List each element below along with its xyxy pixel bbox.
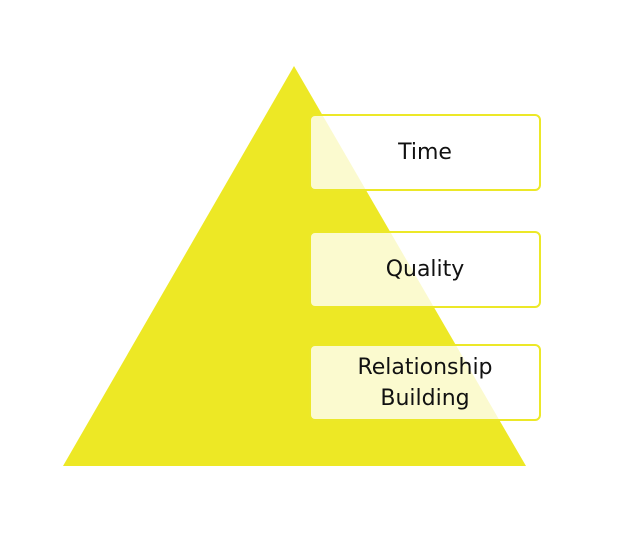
level-label-time: Time bbox=[398, 140, 452, 165]
level-box-quality: Quality bbox=[309, 231, 541, 308]
level-box-time: Time bbox=[309, 114, 541, 191]
level-label-relationship-building: Relationship Building bbox=[357, 354, 493, 411]
level-box-relationship-building: Relationship Building bbox=[309, 344, 541, 421]
level-label-quality: Quality bbox=[385, 257, 465, 282]
